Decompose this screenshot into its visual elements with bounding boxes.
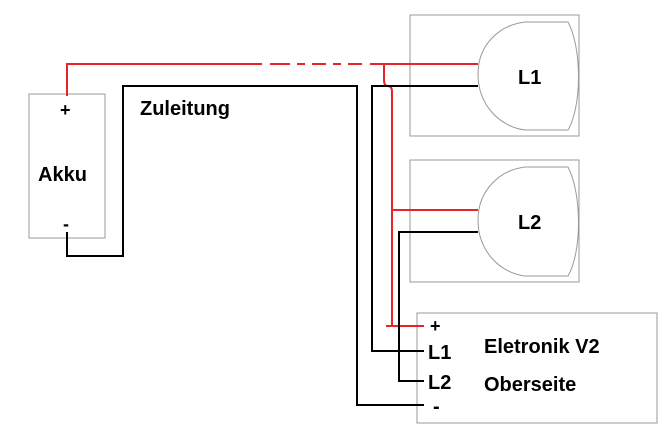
battery-negative-lead [66, 85, 424, 406]
battery-label: Akku [38, 164, 87, 186]
lamp-l2-switched-lead [398, 231, 478, 382]
lamp-l2-reflector [477, 166, 579, 277]
terminal-minus-label: - [433, 396, 440, 418]
battery-positive-lead [66, 63, 262, 96]
supply-line-label: Zuleitung [140, 98, 230, 120]
controller-box [416, 312, 658, 424]
positive-wiring [66, 63, 478, 327]
terminal-plus-label: + [430, 316, 441, 336]
lamp-l1-label: L1 [518, 67, 541, 89]
lamp-l2-housing [409, 159, 580, 283]
lamp-l1-housing [409, 14, 580, 137]
lamp-l1-reflector [477, 21, 579, 131]
terminal-l2-label: L2 [428, 372, 451, 394]
controller-name-label: Eletronik V2 [484, 336, 600, 358]
lamp-l1-switched-lead [371, 85, 478, 352]
controller-side-label: Oberseite [484, 374, 576, 396]
positive-riser [383, 64, 393, 327]
negative-wiring [66, 85, 478, 406]
battery-plus-label: + [60, 100, 71, 120]
lamp-l2-label: L2 [518, 212, 541, 234]
battery-minus-label: - [63, 214, 69, 234]
terminal-l1-label: L1 [428, 342, 451, 364]
